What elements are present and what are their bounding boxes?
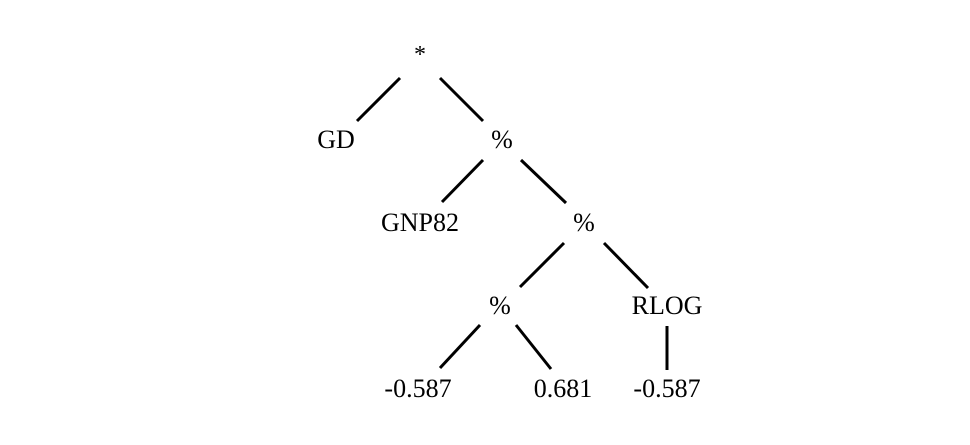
tree-edges [355,76,669,370]
edge-div1-div2 [519,158,568,205]
node-root-operator: * [414,42,426,68]
edge-div2-rlog [602,241,650,290]
edge-div3-const2 [514,324,553,370]
edge-div1-gnp82 [440,158,485,204]
node-div1-operator: % [491,125,513,154]
edge-div2-div3 [518,241,566,289]
node-div2-operator: % [573,208,595,237]
edge-root-div1 [438,76,485,123]
node-gd: GD [317,125,355,154]
node-rlog: RLOG [632,291,703,320]
node-constant-1: -0.587 [384,374,451,403]
node-constant-3: -0.587 [633,374,700,403]
edge-div3-const1 [438,323,482,370]
edge-root-gd [355,76,402,123]
node-div3-operator: % [489,291,511,320]
node-constant-2: 0.681 [534,374,593,403]
tree-nodes: * GD % GNP82 % % RLOG -0.587 0.681 -0.58… [317,42,702,403]
node-gnp82: GNP82 [381,208,459,237]
